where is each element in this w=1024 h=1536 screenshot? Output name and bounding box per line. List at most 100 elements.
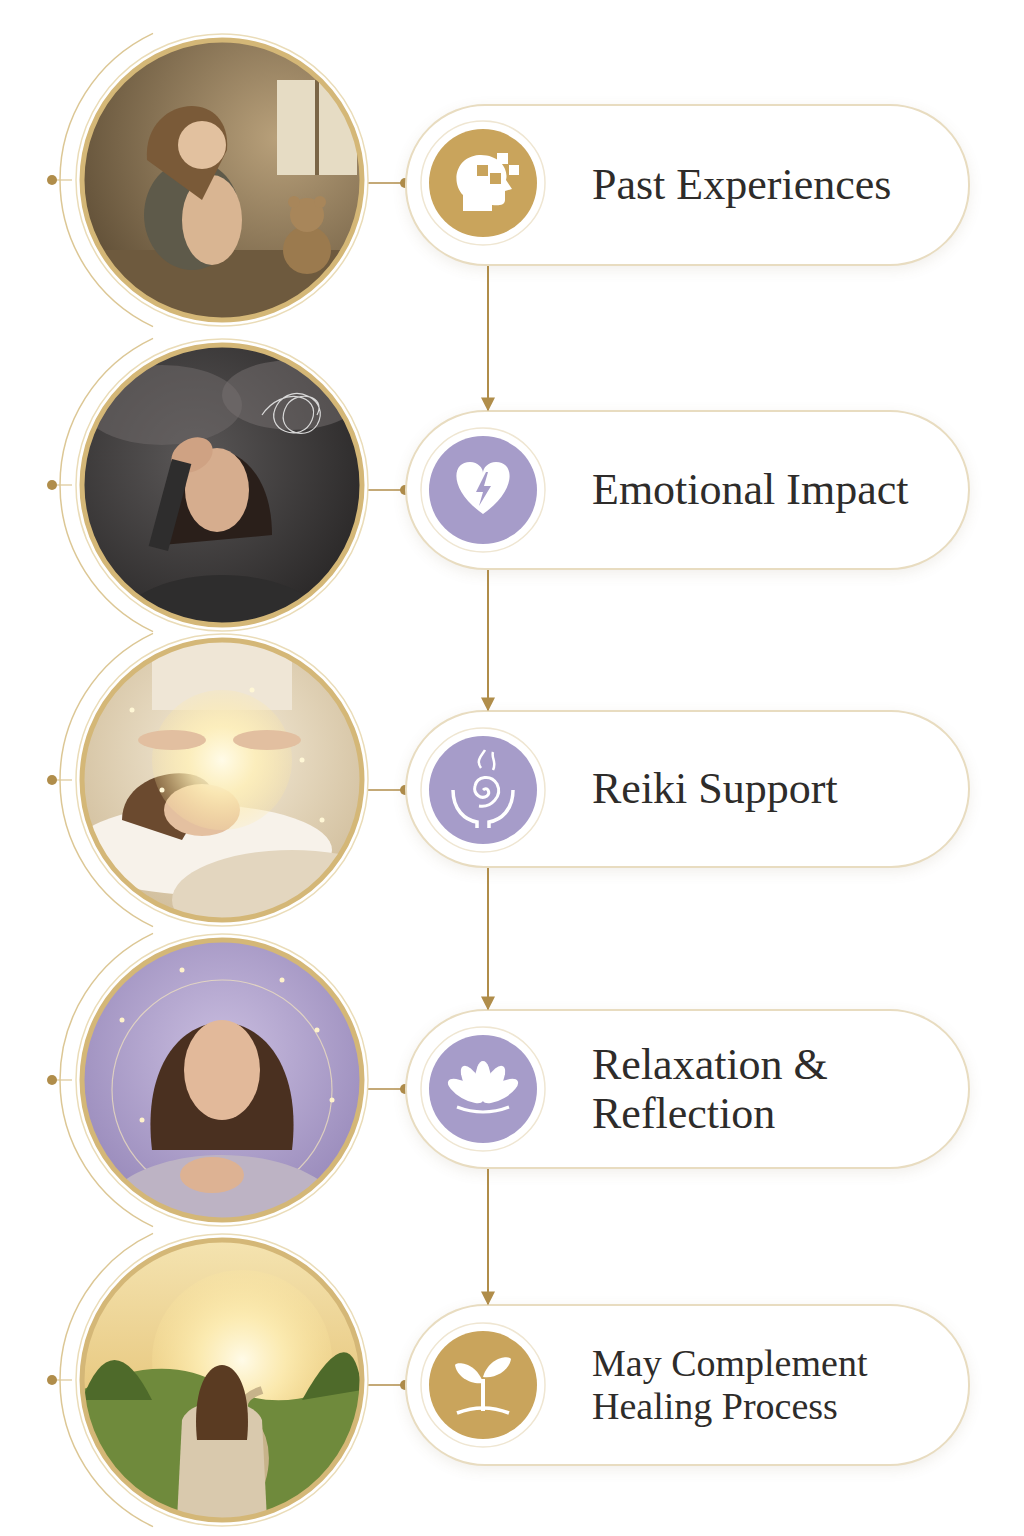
step-icon: [421, 1027, 545, 1151]
leader-line: [368, 489, 405, 491]
illustration-frame-outer: [76, 934, 368, 1226]
teddy-body: [283, 226, 331, 274]
puzzle-piece: [490, 173, 501, 184]
puzzle-piece: [509, 165, 519, 175]
illustration-frame: [82, 1240, 362, 1520]
sprout-ground: [457, 1408, 509, 1413]
sprout-leaf: [483, 1357, 511, 1377]
hand: [233, 730, 301, 750]
trees: [82, 1360, 152, 1400]
illustration-scene: [82, 1240, 362, 1520]
decorative-dot: [47, 1075, 57, 1085]
puzzle-piece: [497, 153, 508, 164]
decorative-dot: [47, 775, 57, 785]
puzzle-piece: [477, 165, 488, 176]
icon-disc: [429, 436, 537, 544]
lightning-icon: [476, 472, 491, 506]
aura-ring: [112, 980, 332, 1200]
flow-arrow: [487, 1169, 489, 1304]
heart-icon: [456, 462, 509, 514]
teddy-ear: [314, 196, 326, 208]
head-icon: [456, 155, 512, 211]
cloud: [222, 360, 362, 430]
sparkle: [160, 788, 165, 793]
step-label: May Complement Healing Process: [592, 1342, 928, 1427]
flame-icon: [479, 750, 495, 770]
decorative-dot: [47, 480, 57, 490]
step-icon: [421, 428, 545, 552]
sparkle: [140, 1118, 145, 1123]
sparkle: [250, 688, 255, 693]
lotus-petal: [444, 1074, 487, 1108]
step-label: Emotional Impact: [592, 465, 908, 514]
icon-halo: [421, 121, 545, 245]
illustration-frame: [82, 940, 362, 1220]
step-box: Emotional Impact: [405, 410, 970, 570]
lotus-petal: [475, 1061, 491, 1101]
energy-glow: [152, 690, 292, 830]
sparkle: [300, 758, 305, 763]
woman-hair: [196, 1365, 248, 1440]
icon-halo: [421, 728, 545, 852]
leader-line: [368, 182, 405, 184]
lotus-petal: [456, 1062, 490, 1105]
step-icon: [421, 1323, 545, 1447]
step-box: May Complement Healing Process: [405, 1304, 970, 1466]
flow-arrow: [487, 570, 489, 710]
leader-line: [368, 789, 405, 791]
sparkle: [280, 978, 285, 983]
woman-face: [184, 1020, 260, 1120]
illustration-frame-outer: [76, 1234, 368, 1526]
step-box: Relaxation & Reflection: [405, 1009, 970, 1169]
illustration-scene: [72, 640, 412, 950]
scene-background: [82, 940, 362, 1220]
hand-icon: [453, 790, 513, 828]
icon-disc: [429, 129, 537, 237]
sprout-stem: [481, 1379, 485, 1411]
illustration-frame: [82, 345, 362, 625]
illustration-frame: [82, 640, 362, 920]
sprout-leaf: [455, 1363, 483, 1383]
flow-arrow: [487, 868, 489, 1009]
icon-disc: [429, 1035, 537, 1143]
illustration-frame-outer: [76, 339, 368, 631]
window-bar: [315, 80, 319, 175]
sparkle: [320, 818, 325, 823]
illustration-frame: [82, 40, 362, 320]
lotus-petal: [479, 1074, 522, 1108]
illustration-scene: [82, 40, 362, 330]
flow-arrow: [487, 266, 489, 410]
child-hair: [147, 106, 227, 200]
woman-hand: [180, 1157, 244, 1193]
teddy-ear: [288, 196, 300, 208]
scene-background: [82, 1240, 362, 1520]
step-label: Past Experiences: [592, 160, 891, 209]
scribble: [262, 394, 320, 434]
illustration-frame-outer: [76, 34, 368, 326]
sparkle: [315, 1028, 320, 1033]
illustration-scene: [82, 940, 362, 1230]
decorative-dot: [47, 175, 57, 185]
step-label: Reiki Support: [592, 764, 838, 813]
lotus-base: [457, 1107, 509, 1112]
illustration-frame-outer: [76, 634, 368, 926]
step-icon: [421, 121, 545, 245]
sparkle: [330, 1098, 335, 1103]
hand: [138, 730, 206, 750]
step-box: Past Experiences: [405, 104, 970, 266]
sparkle: [130, 708, 135, 713]
sparkle: [180, 968, 185, 973]
decorative-dot: [47, 1375, 57, 1385]
window: [277, 80, 357, 175]
icon-halo: [421, 428, 545, 552]
lotus-petal: [476, 1062, 510, 1105]
icon-halo: [421, 1027, 545, 1151]
trees: [302, 1352, 362, 1400]
child-face: [178, 121, 226, 169]
illustration-scene: [82, 345, 362, 635]
icon-disc: [429, 736, 537, 844]
woman-arm: [149, 459, 192, 551]
step-label: Relaxation & Reflection: [592, 1040, 928, 1139]
step-box: Reiki Support: [405, 710, 970, 868]
